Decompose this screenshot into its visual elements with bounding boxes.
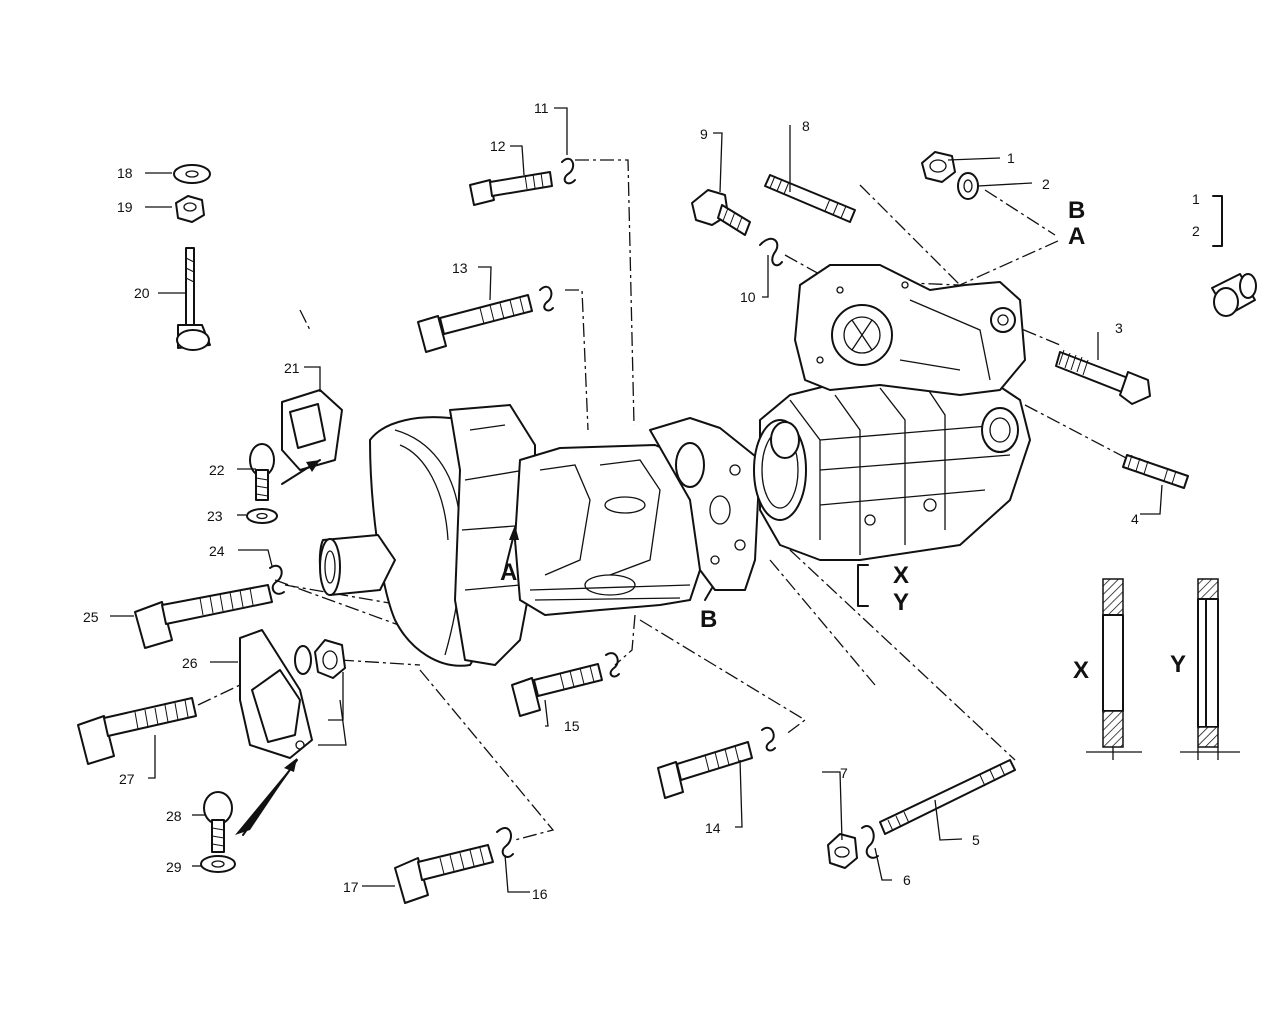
stud-mount-20 xyxy=(176,247,211,351)
callout-20: 20 xyxy=(134,285,150,301)
callout-leaders xyxy=(110,107,1163,893)
lock-washer-15a xyxy=(605,652,620,678)
nut-19 xyxy=(175,195,205,223)
callout-12: 12 xyxy=(490,138,506,154)
bolt-25 xyxy=(134,584,273,649)
kit-label-2: 2 xyxy=(1192,223,1200,239)
section-view-y xyxy=(1180,578,1240,760)
bolt-27 xyxy=(77,697,197,765)
lock-washer-10 xyxy=(759,237,783,267)
callout-25: 25 xyxy=(83,609,99,625)
bolt-15 xyxy=(511,663,603,717)
nut-7 xyxy=(827,833,858,869)
section-view-x xyxy=(1086,578,1142,760)
xy-bracket xyxy=(857,564,869,607)
bracket-letter-x: X xyxy=(893,562,909,589)
stud-8 xyxy=(764,174,856,223)
lock-washer-13a xyxy=(539,285,554,312)
cap-screw-28 xyxy=(203,791,233,853)
callout-15: 15 xyxy=(564,718,580,734)
kit-bracket xyxy=(1212,195,1223,247)
callout-26: 26 xyxy=(182,655,198,671)
view-letter-a-body: A xyxy=(500,559,517,586)
callout-numbers: 1 2 3 4 5 6 7 8 9 10 11 12 13 14 15 16 1… xyxy=(83,100,1200,902)
stud-4 xyxy=(1122,454,1189,489)
callout-28: 28 xyxy=(166,808,182,824)
callout-27: 27 xyxy=(119,771,135,787)
mount-nut xyxy=(314,639,346,679)
washer-18 xyxy=(173,164,211,184)
bushing xyxy=(1211,273,1257,317)
callout-10: 10 xyxy=(740,289,756,305)
callout-24: 24 xyxy=(209,543,225,559)
view-letter-a-top: A xyxy=(1068,223,1085,250)
bolt-17 xyxy=(394,844,494,904)
callout-18: 18 xyxy=(117,165,133,181)
bracket-letter-y: Y xyxy=(893,589,909,616)
callout-23: 23 xyxy=(207,508,223,524)
view-letters: B A A B X Y X Y xyxy=(500,197,1186,684)
callout-8: 8 xyxy=(802,118,810,134)
section-label-x: X xyxy=(1073,657,1089,684)
view-letter-b-body: B xyxy=(700,606,717,633)
callout-3: 3 xyxy=(1115,320,1123,336)
callout-21: 21 xyxy=(284,360,300,376)
view-letter-b-top: B xyxy=(1068,197,1085,224)
gearbox-housing xyxy=(318,264,1031,667)
callout-9: 9 xyxy=(700,126,708,142)
lock-washer-11 xyxy=(561,157,576,185)
washer-2 xyxy=(957,172,979,200)
callout-14: 14 xyxy=(705,820,721,836)
section-label-y: Y xyxy=(1170,651,1186,678)
callout-11: 11 xyxy=(534,100,549,116)
callout-1: 1 xyxy=(1007,150,1015,166)
callout-6: 6 xyxy=(903,872,911,888)
stud-5 xyxy=(879,759,1016,835)
lock-washer-24 xyxy=(269,564,285,595)
callout-7: 7 xyxy=(840,765,848,781)
kit-label-1: 1 xyxy=(1192,191,1200,207)
engine-mount-26 xyxy=(239,629,313,759)
washer-29 xyxy=(200,855,236,873)
mount-washer xyxy=(294,645,312,675)
callout-4: 4 xyxy=(1131,511,1139,527)
lock-washer-14a xyxy=(761,726,776,752)
rubber-cap-21 xyxy=(281,389,343,471)
nut-1 xyxy=(921,151,956,183)
lock-washer-16 xyxy=(496,827,514,858)
cap-screw-22 xyxy=(249,443,275,501)
callout-2: 2 xyxy=(1042,176,1050,192)
callout-19: 19 xyxy=(117,199,133,215)
callout-17: 17 xyxy=(343,879,359,895)
callout-29: 29 xyxy=(166,859,182,875)
callout-16: 16 xyxy=(532,886,548,902)
bolt-3 xyxy=(1055,349,1151,405)
callout-22: 22 xyxy=(209,462,225,478)
callout-13: 13 xyxy=(452,260,468,276)
lock-washer-6 xyxy=(861,825,879,859)
bolt-14 xyxy=(657,741,753,799)
bolt-12 xyxy=(469,171,553,206)
bolt-13 xyxy=(417,294,533,353)
assembly-arrows xyxy=(235,459,713,836)
washer-23 xyxy=(246,508,278,524)
bolt-9 xyxy=(691,189,751,236)
callout-5: 5 xyxy=(972,832,980,848)
